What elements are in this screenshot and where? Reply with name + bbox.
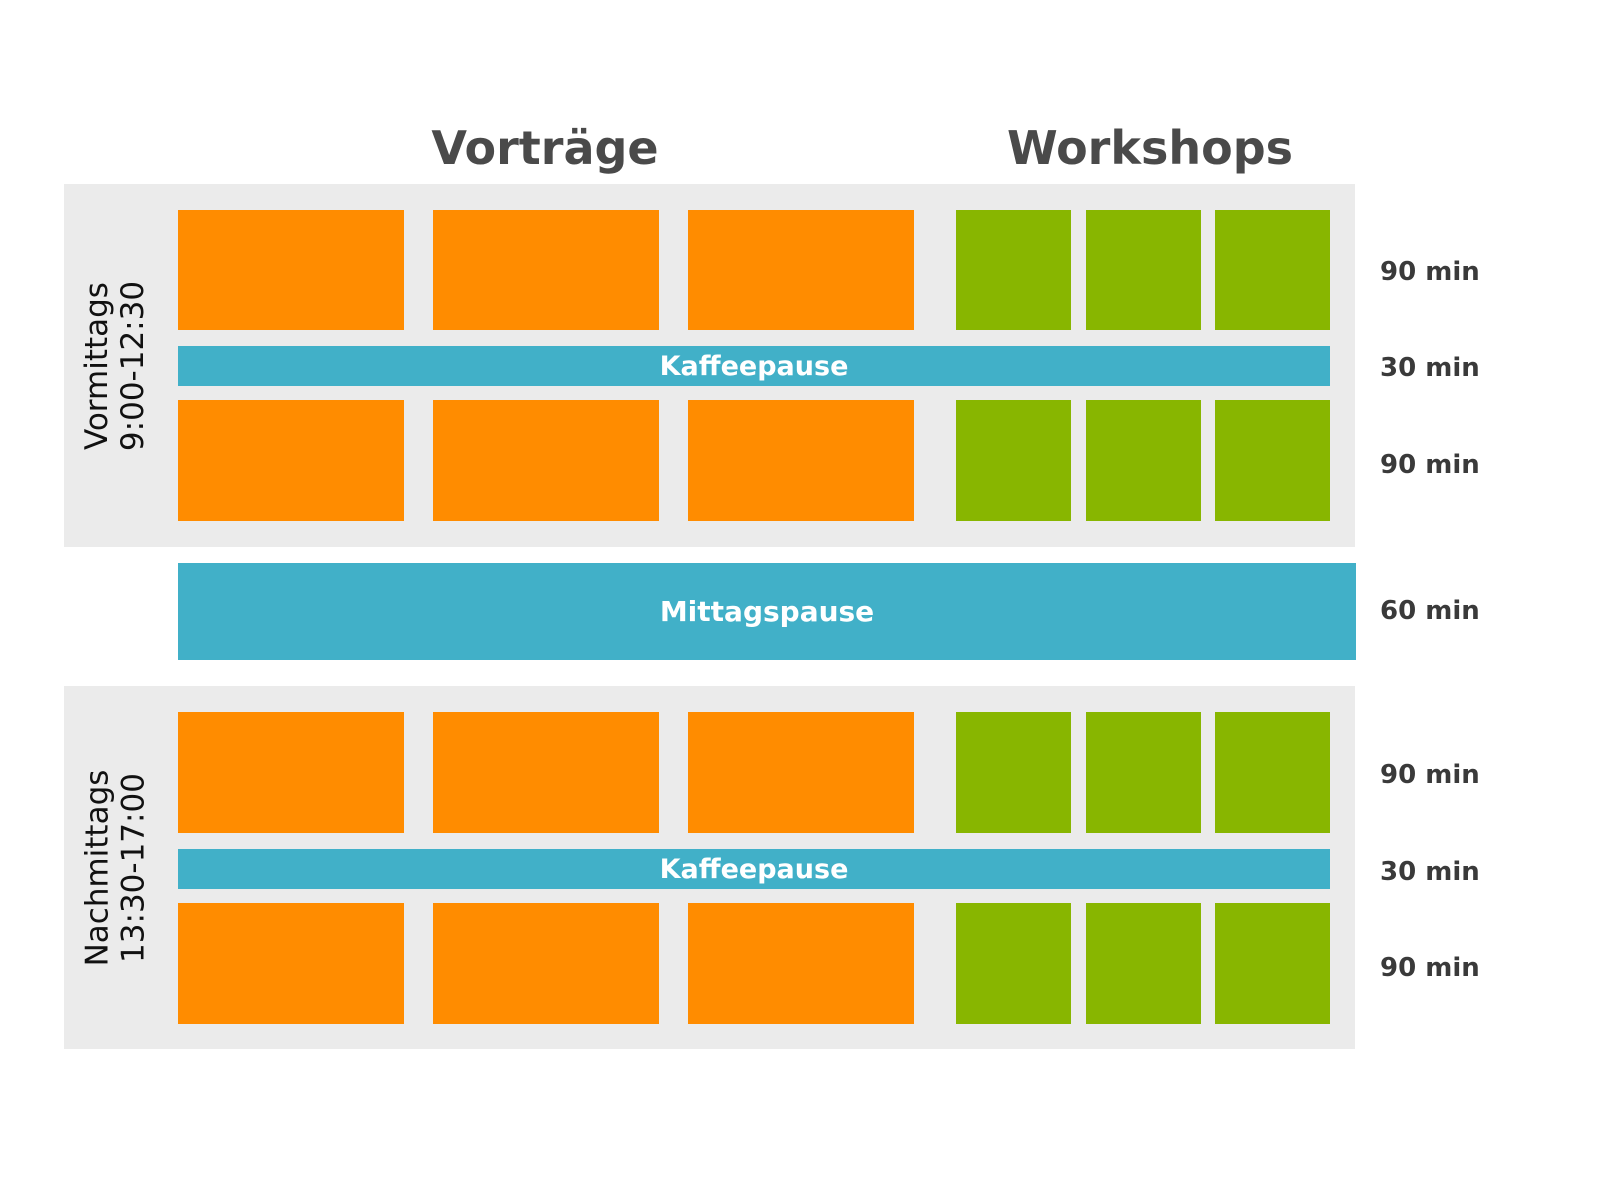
lecture-slot xyxy=(688,903,914,1024)
afternoon-session-time: 13:30-17:00 xyxy=(115,772,152,963)
workshop-slot xyxy=(956,903,1071,1024)
duration-label: 90 min xyxy=(1380,953,1480,983)
duration-label: 30 min xyxy=(1380,353,1480,383)
afternoon-session-name: Nachmittags xyxy=(79,769,116,966)
duration-label: 90 min xyxy=(1380,760,1480,790)
workshop-slot xyxy=(1215,400,1330,521)
lecture-slot xyxy=(688,400,914,521)
workshop-slot xyxy=(1086,903,1201,1024)
morning-session-label: Vormittags 9:00-12:30 xyxy=(75,184,155,547)
workshop-slot xyxy=(956,210,1071,330)
duration-label: 90 min xyxy=(1380,257,1480,287)
duration-label: 60 min xyxy=(1380,596,1480,626)
lecture-slot xyxy=(688,712,914,833)
workshop-slot xyxy=(1086,400,1201,521)
workshop-slot xyxy=(956,400,1071,521)
workshop-slot xyxy=(1215,903,1330,1024)
lecture-slot xyxy=(178,210,404,330)
workshop-slot xyxy=(1086,210,1201,330)
lecture-slot xyxy=(178,712,404,833)
workshops-column-heading: Workshops xyxy=(1006,121,1294,175)
workshop-slot xyxy=(1215,210,1330,330)
duration-label: 90 min xyxy=(1380,450,1480,480)
lecture-slot xyxy=(433,400,659,521)
workshop-slot xyxy=(1086,712,1201,833)
afternoon-coffee-break: Kaffeepause xyxy=(178,849,1330,889)
lecture-slot xyxy=(433,210,659,330)
morning-coffee-break: Kaffeepause xyxy=(178,346,1330,386)
duration-label: 30 min xyxy=(1380,857,1480,887)
lecture-slot xyxy=(433,903,659,1024)
lecture-slot xyxy=(688,210,914,330)
afternoon-session-label: Nachmittags 13:30-17:00 xyxy=(75,686,155,1049)
workshop-slot xyxy=(956,712,1071,833)
workshop-slot xyxy=(1215,712,1330,833)
morning-session-name: Vormittags xyxy=(79,281,116,450)
lecture-slot xyxy=(178,400,404,521)
lecture-slot xyxy=(178,903,404,1024)
morning-session-time: 9:00-12:30 xyxy=(115,280,152,451)
lunch-break: Mittagspause xyxy=(178,563,1356,660)
lecture-slot xyxy=(433,712,659,833)
lectures-column-heading: Vorträge xyxy=(431,121,659,175)
